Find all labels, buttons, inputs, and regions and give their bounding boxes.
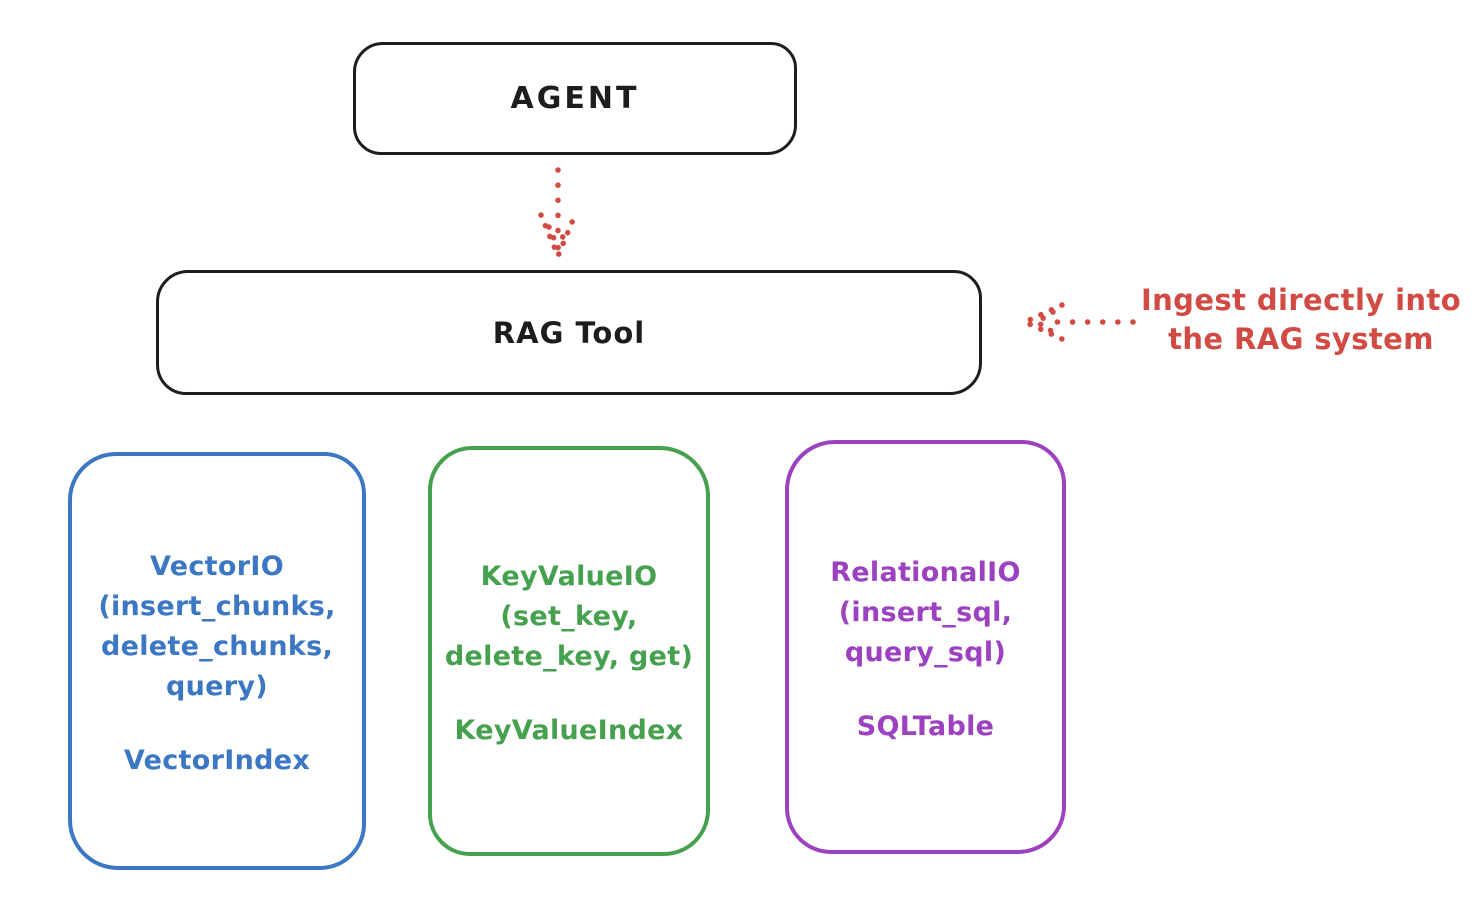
- ingest-annotation: Ingest directly into the RAG system: [1140, 283, 1462, 356]
- relational-io-signature: RelationalIO (insert_sql, query_sql): [830, 556, 1021, 668]
- rag-tool-box: RAG Tool: [156, 270, 982, 395]
- agent-box: AGENT: [353, 42, 797, 155]
- relational-io-box: RelationalIO (insert_sql, query_sql) SQL…: [785, 440, 1066, 854]
- vector-io-box: VectorIO (insert_chunks, delete_chunks, …: [68, 452, 366, 870]
- key-value-index-label: KeyValueIndex: [454, 714, 684, 746]
- vector-io-signature: VectorIO (insert_chunks, delete_chunks, …: [98, 550, 336, 702]
- key-value-io-box: KeyValueIO (set_key, delete_key, get) Ke…: [428, 446, 710, 856]
- key-value-io-signature: KeyValueIO (set_key, delete_key, get): [444, 560, 694, 672]
- rag-tool-label: RAG Tool: [492, 315, 646, 350]
- vector-index-label: VectorIndex: [123, 744, 311, 776]
- ingest-arrow: [1018, 302, 1136, 342]
- agent-label: AGENT: [510, 81, 640, 116]
- agent-to-rag-arrow: [538, 167, 578, 264]
- sql-table-label: SQLTable: [856, 710, 995, 742]
